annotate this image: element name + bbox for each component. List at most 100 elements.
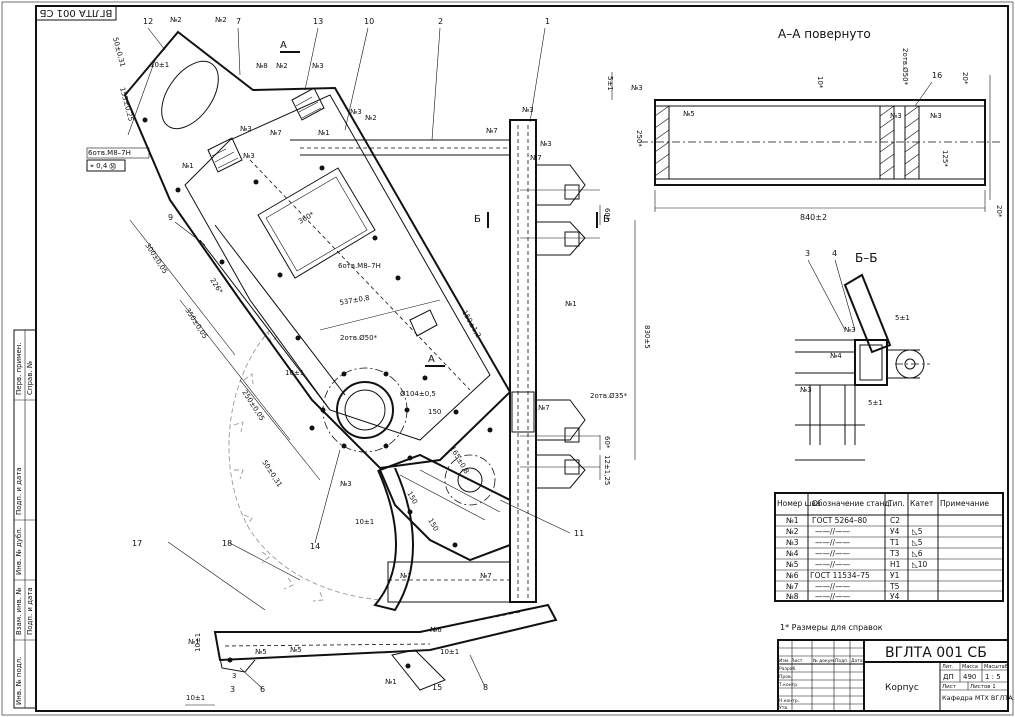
section-aa-endplate-left <box>654 105 670 180</box>
vertical-post <box>509 119 537 603</box>
title-block-mass-head: Масса <box>962 664 978 670</box>
weld-label: №6 <box>430 626 442 634</box>
dim-50: 50±0,31 <box>111 36 127 67</box>
svg-text:——//——: ——//—— <box>815 549 851 558</box>
main-view: 12 7 13 10 2 1 9 14 17 18 11 6 3 15 8 №2… <box>86 16 651 706</box>
table-row: №6 ГОСТ 11534–75 У1 <box>786 571 900 580</box>
section-mark-a-top: А <box>280 40 287 51</box>
holes-35-note: 2отв.Ø35* <box>590 392 628 400</box>
section-bb-weld: №4 <box>830 352 842 360</box>
side-label-sign-date-1: Подп. и дата <box>15 467 23 515</box>
holes-m8-note: 6отв.М8–7Н <box>88 149 131 157</box>
part-3: 3 <box>230 685 235 694</box>
svg-text:ГОСТ 11534–75: ГОСТ 11534–75 <box>810 571 870 580</box>
holes-m8-note-b: 6отв.М8–7Н <box>338 262 381 270</box>
title-block-lit: ДП <box>943 673 954 681</box>
weld-label: №3 <box>540 140 552 148</box>
lower-bracket-inner <box>399 469 501 521</box>
tolerance-box <box>86 159 126 172</box>
part-2: 2 <box>438 17 443 26</box>
dim-bolt: Ø104±0,5 <box>400 390 436 398</box>
dim-300: 300±0,05 <box>143 242 169 276</box>
dim-10d: 10±1 <box>440 648 459 656</box>
svg-text:——//——: ——//—— <box>815 592 851 601</box>
part-1: 1 <box>545 17 550 26</box>
dim-537: 537±0,8 <box>339 294 370 307</box>
svg-text:◺5: ◺5 <box>912 527 923 536</box>
title-block-mass: 490 <box>963 673 976 681</box>
side-label-first-use: Перв. примен. <box>15 342 23 395</box>
part-11: 11 <box>574 529 584 538</box>
tb-row: Изм. Лист <box>779 658 803 664</box>
dim-10a: 10±1 <box>150 61 169 69</box>
plate-rib-2 <box>214 224 346 396</box>
dim-60: 60* <box>603 208 611 221</box>
svg-text:——//——: ——//—— <box>815 527 851 536</box>
svg-text:◺5: ◺5 <box>912 538 923 547</box>
weld-label: №1 <box>182 162 194 170</box>
title-block-lit-head: Лит. <box>942 664 954 670</box>
dim-250: 250±0,05 <box>240 389 266 423</box>
tb-row: Н.контр. <box>779 698 799 704</box>
section-bb-box <box>854 339 888 386</box>
svg-text:№4: №4 <box>786 549 799 558</box>
rotated-designation: ВГЛТА 001 СБ <box>40 7 113 18</box>
post-brackets <box>520 164 600 489</box>
table-row: №7 ——//—— Т5 <box>786 582 900 591</box>
title-block-designation: ВГЛТА 001 СБ <box>885 645 987 661</box>
section-aa: А–А повернуто 840±2 250* 125* 5±1 10* 2о… <box>606 27 1003 222</box>
section-aa-part-16: 16 <box>932 71 942 80</box>
leader-lines <box>147 27 571 689</box>
section-aa-weld: №3 <box>930 112 942 120</box>
section-aa-weld: №5 <box>683 110 695 118</box>
side-label-orig-inv: Инв. № подл. <box>15 657 23 705</box>
svg-text:№6: №6 <box>786 571 799 580</box>
tb-col: Подп. <box>835 658 849 664</box>
svg-text:У1: У1 <box>890 571 900 580</box>
table-row: №1 ГОСТ 5264–80 С2 <box>786 516 900 525</box>
knife-blade <box>373 467 414 612</box>
side-label-repl-inv: Взам. инв. № <box>15 587 23 635</box>
title-block: ВГЛТА 001 СБ Корпус Лит. Масса Масштаб Д… <box>777 639 1015 712</box>
part-8: 8 <box>483 683 488 692</box>
weld-label: №7 <box>530 154 542 162</box>
tolerance-value: ⌖ 0,4 Ⓜ <box>90 162 117 170</box>
dim-3: 3 <box>232 672 236 680</box>
bracket-bore-pitch <box>444 454 496 506</box>
section-aa-dim-height-left: 250* <box>635 130 643 147</box>
rotated-designation-box: ВГЛТА 001 СБ <box>35 5 117 21</box>
title-block-name: Корпус <box>885 683 919 693</box>
table-row: №3 ——//—— Т1 ◺5 <box>786 538 923 547</box>
pad-1 <box>207 137 243 173</box>
section-bb-part-4: 4 <box>832 249 837 258</box>
weld-label: №2 <box>365 114 377 122</box>
weld-label: №7 <box>270 129 282 137</box>
dim-830: 830±5 <box>643 325 651 349</box>
holes-50-note: 2отв.Ø50* <box>340 334 378 342</box>
weld-label: №2 <box>215 16 227 24</box>
svg-text:Н1: Н1 <box>890 560 901 569</box>
tb-row: Т.контр. <box>778 682 799 688</box>
section-bb: Б–Б 3 4 5±1 5±1 №3 №4 №3 <box>795 249 930 461</box>
part-9: 9 <box>168 213 173 222</box>
section-aa-dim-top-mid: 10* <box>816 76 824 89</box>
dim-10e: 10±1 <box>194 633 202 652</box>
pad-3 <box>409 309 438 337</box>
plate-rib-3 <box>249 159 471 391</box>
part-12: 12 <box>143 17 153 26</box>
dim-226: 226* <box>208 277 224 296</box>
weld-label: №7 <box>400 572 412 580</box>
tb-row: Разраб. <box>779 666 797 672</box>
table-row: №2 ——//—— У4 ◺5 <box>786 527 923 536</box>
plate-rib-1 <box>199 239 331 411</box>
weld-label: №2 <box>276 62 288 70</box>
rotor-arc <box>228 329 381 601</box>
part-18: 18 <box>222 539 232 548</box>
section-mark-a-mid: А <box>428 354 435 365</box>
part-10: 10 <box>364 17 374 26</box>
section-aa-dim-height-right: 125* <box>941 150 949 167</box>
svg-text:ГОСТ 5264–80: ГОСТ 5264–80 <box>812 516 867 525</box>
section-bb-weld: №3 <box>844 326 856 334</box>
weld-label: №8 <box>256 62 268 70</box>
